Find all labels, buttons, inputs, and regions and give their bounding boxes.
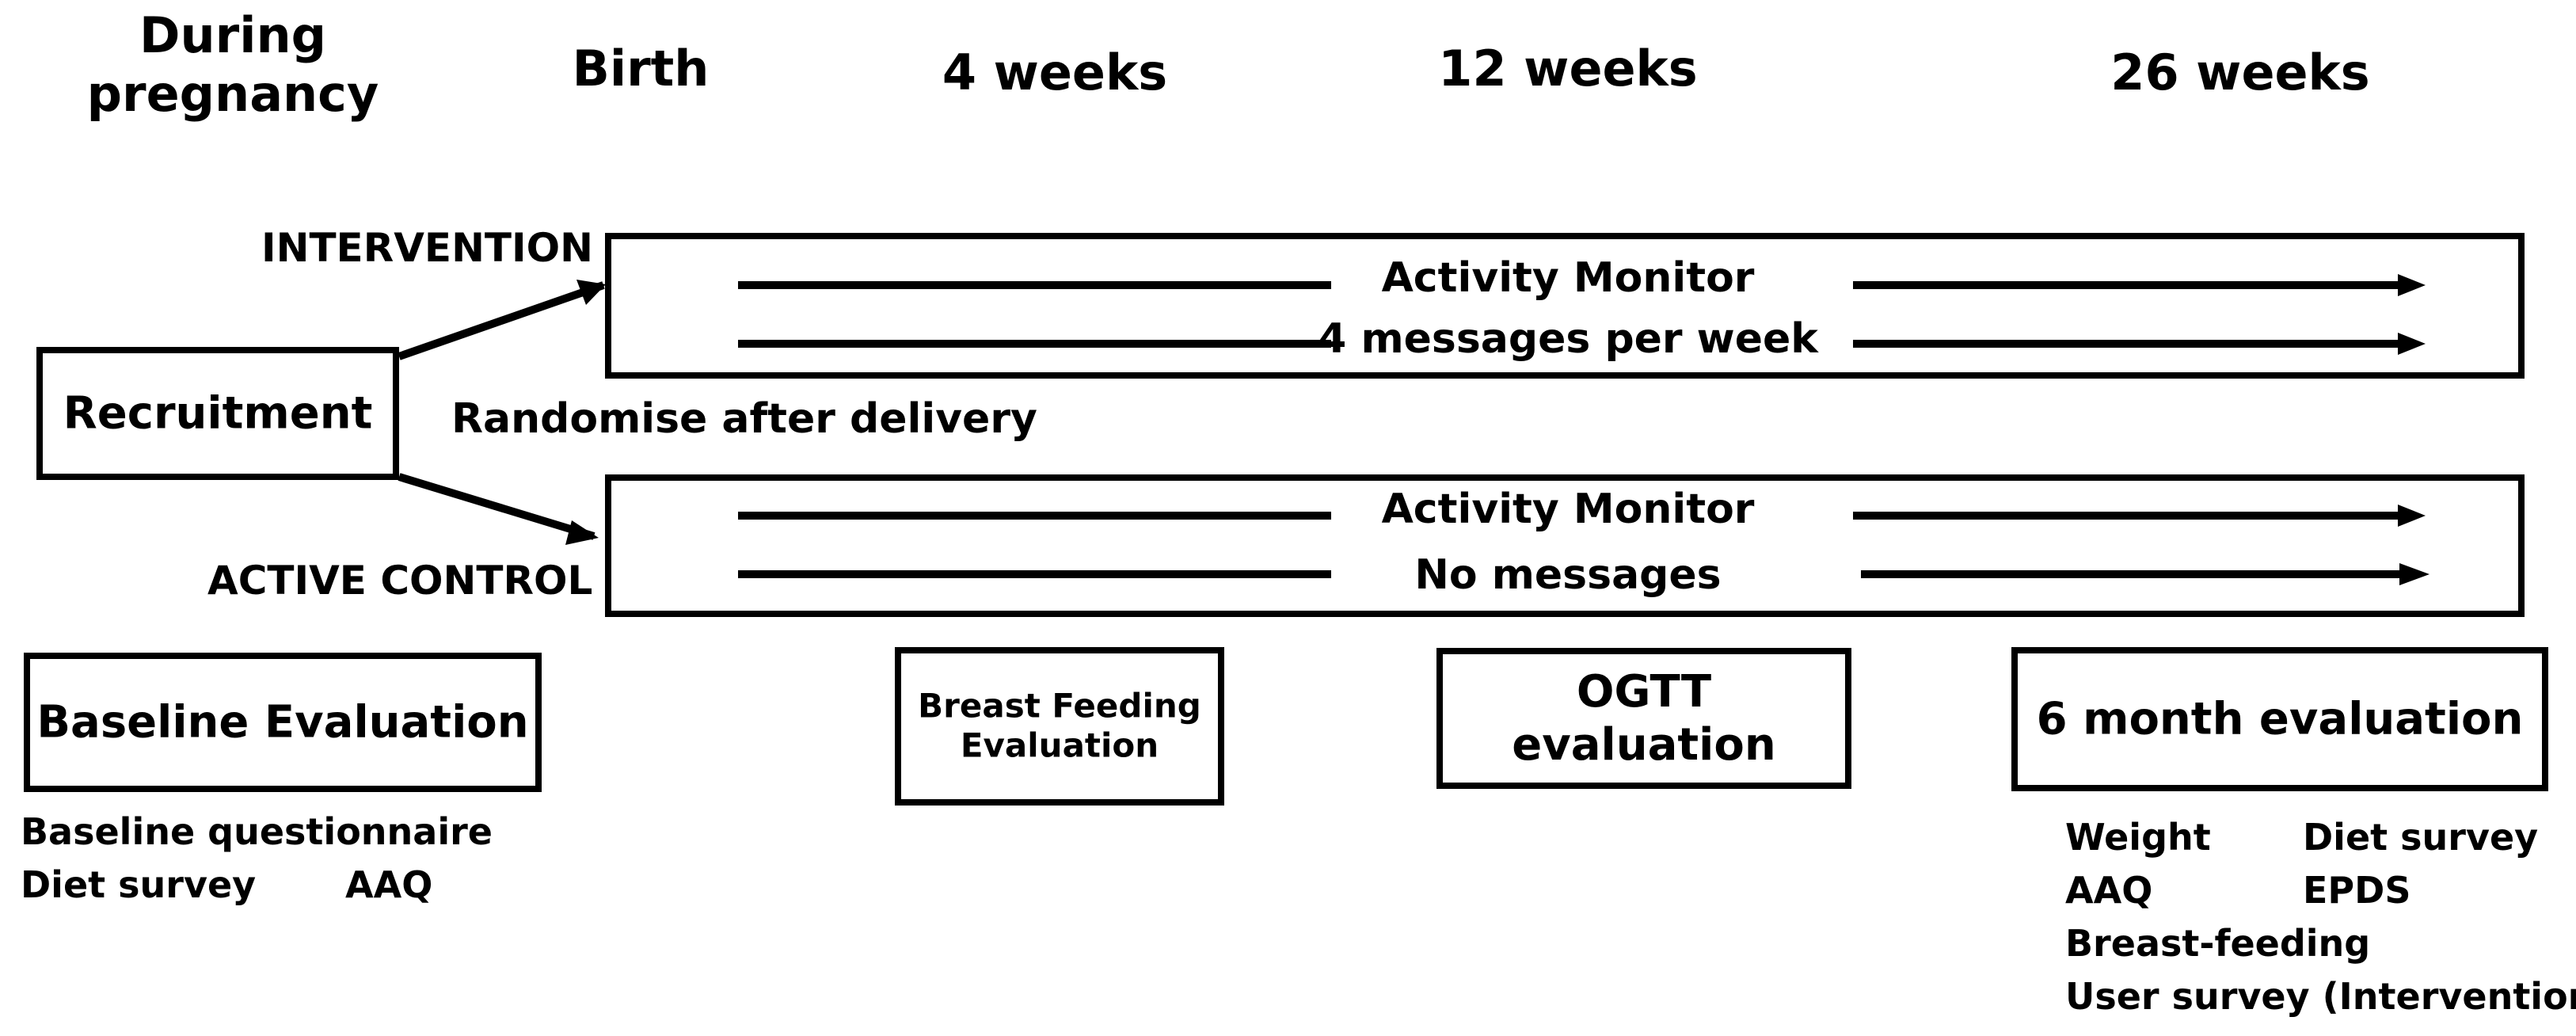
baseline-aaq: AAQ	[345, 863, 433, 906]
recruitment-label: Recruitment	[63, 387, 373, 440]
baseline-diet-survey: Diet survey	[21, 863, 257, 906]
intervention-row1-arrowhead	[2398, 274, 2426, 296]
control-arm-box	[605, 474, 2525, 617]
six-month-diet-survey: Diet survey	[2303, 816, 2539, 859]
breast-feeding-evaluation-box: Breast Feeding Evaluation	[895, 647, 1224, 806]
header-during-pregnancy: During pregnancy	[87, 6, 379, 124]
ogtt-evaluation-label: OGTT evaluation	[1512, 665, 1776, 771]
arrowhead-control	[565, 520, 599, 545]
header-26-weeks: 26 weeks	[2110, 44, 2370, 101]
six-month-weight: Weight	[2065, 816, 2211, 859]
header-12-weeks: 12 weeks	[1438, 40, 1698, 97]
header-during-pregnancy-line2: pregnancy	[86, 65, 379, 124]
header-during-pregnancy-line1: During	[139, 6, 326, 64]
recruitment-box: Recruitment	[36, 347, 399, 480]
control-row1-arrowhead	[2398, 505, 2426, 527]
intervention-messages: 4 messages per week	[1318, 315, 1818, 363]
breast-feeding-evaluation-line2: Evaluation	[960, 726, 1159, 765]
breast-feeding-evaluation-line1: Breast Feeding	[918, 686, 1201, 726]
intervention-arm-box	[605, 233, 2525, 379]
header-4-weeks: 4 weeks	[942, 44, 1168, 101]
intervention-row2-arrowhead	[2398, 333, 2426, 355]
randomise-label: Randomise after delivery	[451, 395, 1037, 443]
six-month-evaluation-box: 6 month evaluation	[2011, 647, 2548, 791]
six-month-breast-feeding: Breast-feeding	[2065, 922, 2371, 965]
breast-feeding-evaluation-label: Breast Feeding Evaluation	[901, 687, 1218, 767]
intervention-label: INTERVENTION	[261, 225, 593, 271]
six-month-epds: EPDS	[2303, 869, 2411, 912]
control-activity-monitor: Activity Monitor	[1381, 486, 1755, 533]
control-no-messages: No messages	[1414, 551, 1722, 599]
header-birth: Birth	[572, 40, 710, 97]
baseline-evaluation-box: Baseline Evaluation	[24, 653, 542, 792]
arrowhead-intervention	[576, 280, 606, 305]
six-month-aaq: AAQ	[2065, 869, 2153, 912]
intervention-activity-monitor: Activity Monitor	[1381, 254, 1755, 302]
six-month-evaluation-label: 6 month evaluation	[2036, 693, 2524, 745]
ogtt-evaluation-box: OGTT evaluation	[1436, 648, 1851, 789]
arrow-to-control	[398, 473, 595, 540]
baseline-questionnaire: Baseline questionnaire	[21, 810, 493, 853]
baseline-evaluation-label: Baseline Evaluation	[36, 696, 529, 748]
six-month-user-survey: User survey (Intervention)	[2065, 975, 2576, 1018]
arrow-to-intervention	[398, 281, 605, 360]
control-row2-arrowhead	[2399, 563, 2430, 585]
active-control-label: ACTIVE CONTROL	[207, 558, 593, 604]
